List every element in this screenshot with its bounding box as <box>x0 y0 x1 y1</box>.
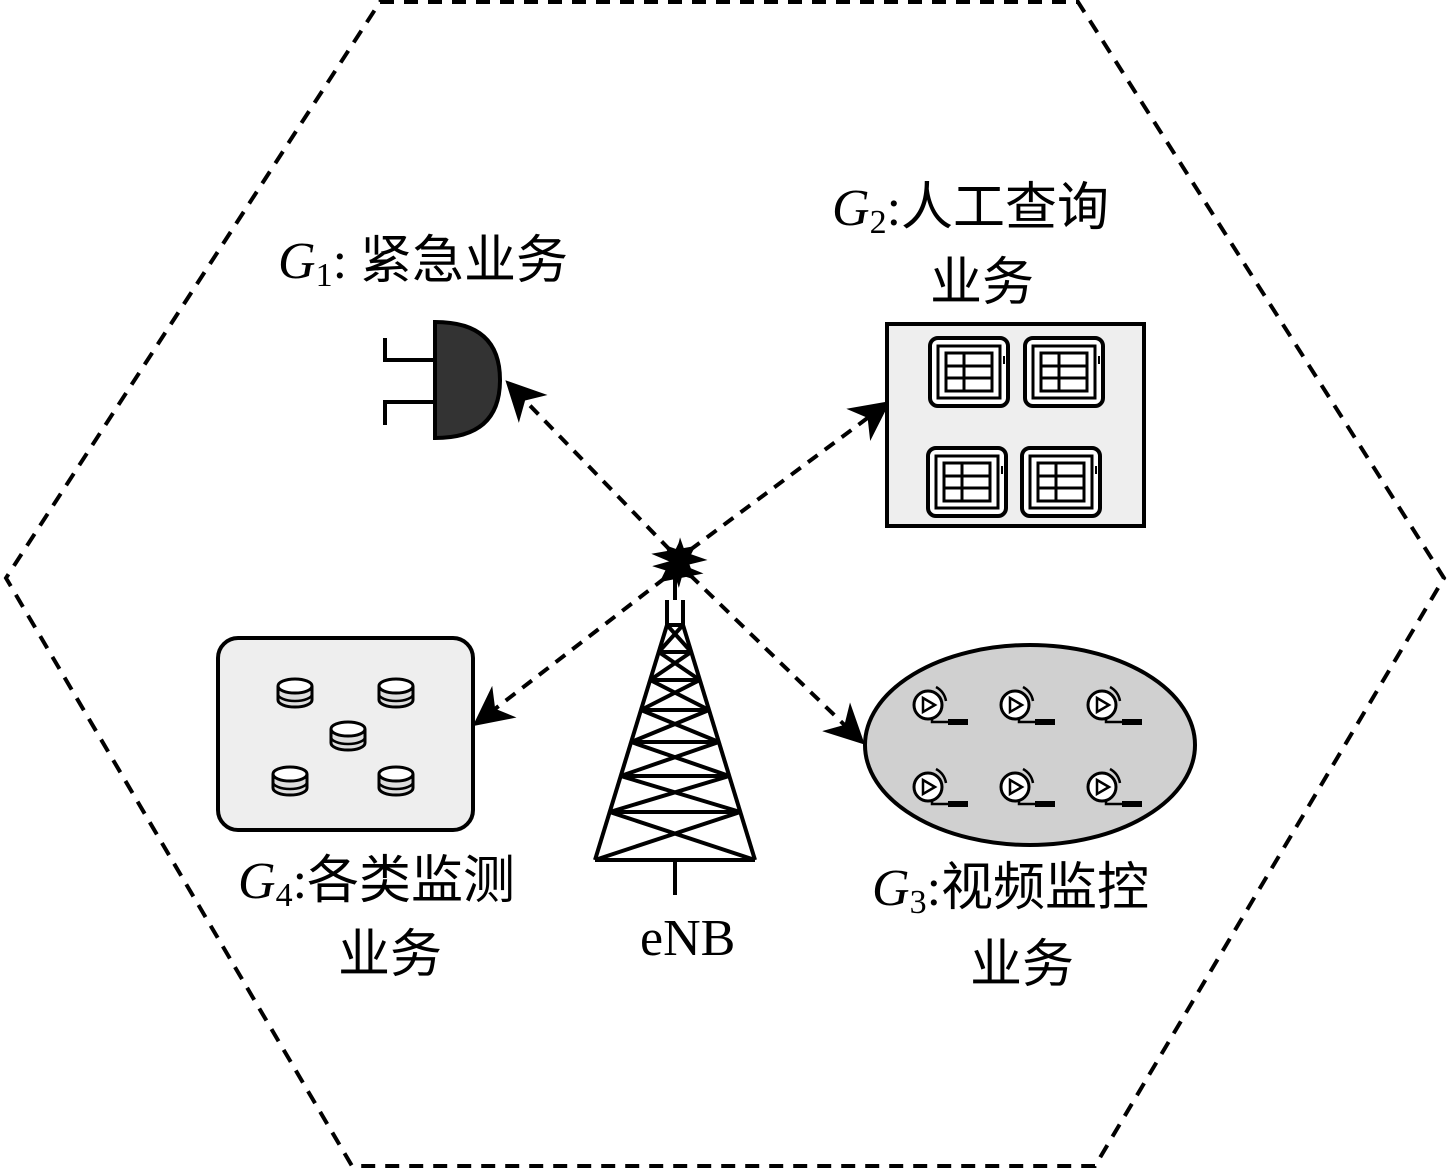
plug-icon <box>383 319 503 441</box>
camera-icon <box>912 685 968 725</box>
tablet-icon <box>1020 446 1102 518</box>
camera-icon <box>912 767 968 807</box>
sensor-icon-group <box>271 677 415 797</box>
sensor-icon <box>377 765 415 797</box>
g1-label: G1: 紧急业务 <box>278 233 568 294</box>
g3-label: G3:视频监控 <box>872 860 1149 921</box>
link-g1 <box>505 380 708 588</box>
links <box>472 380 891 745</box>
g2-label-line2: 业务 <box>930 255 1034 312</box>
g2-label: G2:人工查询 <box>832 180 1109 241</box>
cell-boundary <box>3 0 1447 1168</box>
link-g4 <box>472 541 704 727</box>
link-g2 <box>651 401 891 586</box>
sensor-icon <box>377 677 415 709</box>
tablet-icon <box>1023 336 1105 408</box>
camera-icon <box>1086 685 1142 725</box>
sensor-icon <box>276 677 314 709</box>
g4-label-line2: 业务 <box>338 927 442 984</box>
tablet-panel <box>885 322 1146 528</box>
camera-icon <box>999 767 1055 807</box>
base-station-label: eNB <box>640 910 735 967</box>
antenna-tower-icon <box>593 565 757 895</box>
camera-icon <box>1086 767 1142 807</box>
link-g3 <box>652 537 865 745</box>
camera-icon <box>999 685 1055 725</box>
tablet-icon-group <box>926 336 1105 518</box>
tablet-icon <box>926 446 1008 518</box>
sensor-icon <box>271 765 309 797</box>
tablet-icon <box>928 336 1010 408</box>
camera-icon-group <box>912 685 1142 807</box>
sensor-icon <box>329 720 367 752</box>
camera-ellipse <box>863 643 1197 847</box>
g3-label-line2: 业务 <box>970 937 1074 994</box>
g4-label: G4:各类监测 <box>238 853 515 914</box>
